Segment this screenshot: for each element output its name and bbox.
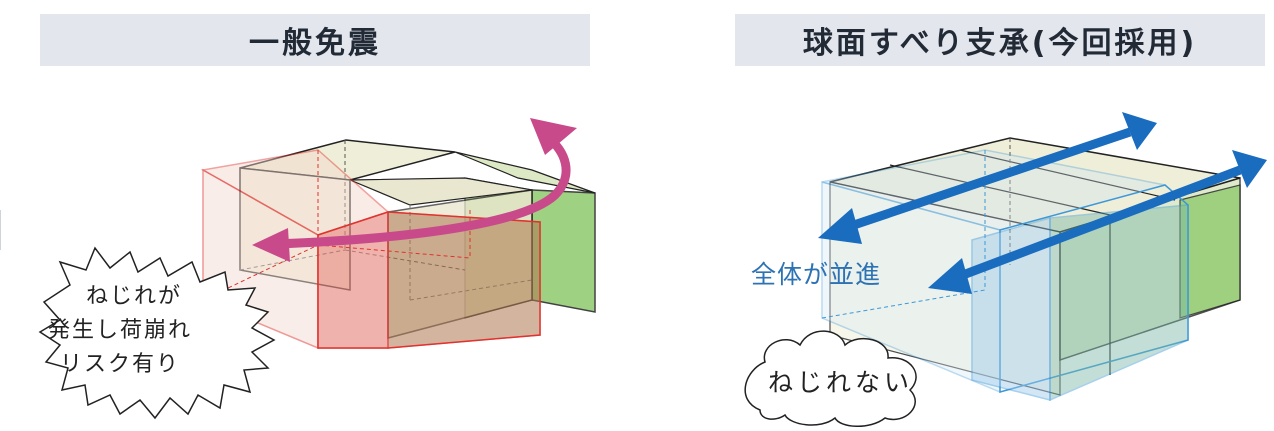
translation-label: 全体が並進 bbox=[751, 260, 882, 289]
left-callout-text: ねじれが 発生し荷崩れ リスク有り bbox=[48, 280, 288, 382]
left-arrowhead-top bbox=[530, 118, 577, 155]
right-panel-title: 球面すべり支承(今回採用) bbox=[802, 26, 1198, 61]
left-callout-line-3: リスク有り bbox=[60, 352, 181, 377]
edge-divider bbox=[0, 210, 7, 250]
left-arrowhead-left bbox=[252, 228, 290, 262]
right-callout-text: ねじれない bbox=[768, 368, 914, 397]
left-shifted-box bbox=[200, 149, 541, 350]
right-translation-arrow-top bbox=[818, 112, 1157, 244]
right-callout-cloud bbox=[744, 330, 917, 427]
right-shifted-box bbox=[821, 149, 1189, 402]
left-callout-line-2: 発生し荷崩れ bbox=[48, 318, 193, 343]
left-callout-line-1: ねじれが bbox=[86, 284, 183, 309]
left-diagram bbox=[38, 118, 596, 420]
left-panel-title: 一般免震 bbox=[249, 26, 381, 61]
left-panel-title-bar: 一般免震 bbox=[40, 14, 590, 66]
right-diagram bbox=[744, 112, 1267, 427]
right-translation-arrow-bottom bbox=[928, 150, 1267, 294]
left-callout-burst bbox=[38, 246, 276, 420]
left-rotation-arrow bbox=[270, 133, 571, 249]
right-panel-title-bar: 球面すべり支承(今回採用) bbox=[735, 14, 1265, 66]
